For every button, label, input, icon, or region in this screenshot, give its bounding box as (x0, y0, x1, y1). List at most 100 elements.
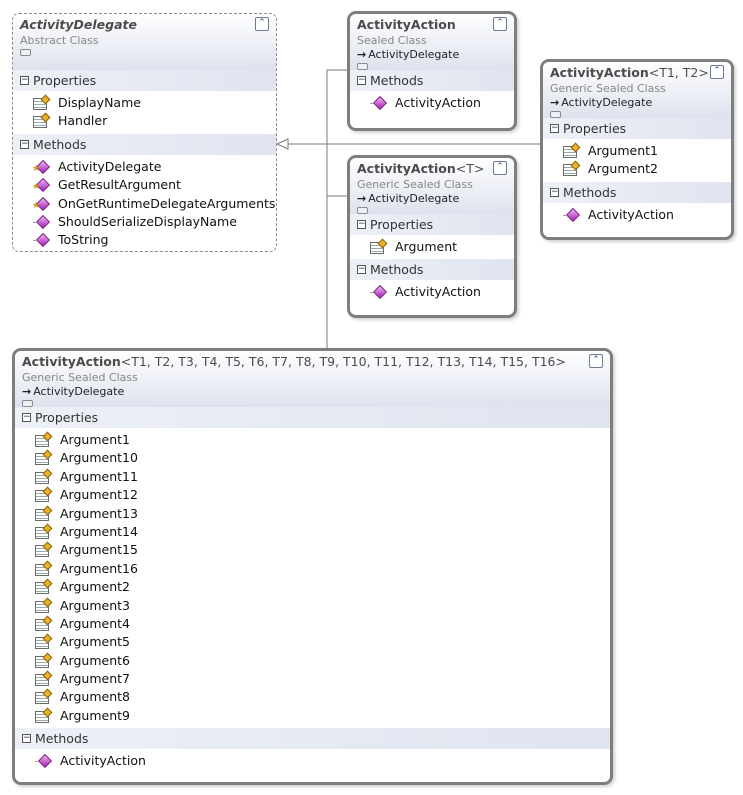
class-kind: Generic Sealed Class (550, 82, 666, 95)
property-icon (34, 616, 52, 632)
member-item[interactable]: Handler (13, 112, 276, 130)
base-class-name: ActivityDelegate (368, 192, 460, 205)
member-label: Argument7 (60, 671, 130, 687)
member-item[interactable]: Argument10 (15, 449, 610, 467)
member-item[interactable]: DisplayName (13, 94, 276, 112)
member-item[interactable]: Argument1 (15, 431, 610, 449)
member-label: Argument15 (60, 542, 138, 558)
property-icon (32, 95, 50, 111)
member-item[interactable]: Argument12 (15, 486, 610, 504)
base-class-name: ActivityDelegate (33, 385, 125, 398)
inheritance-arrowhead (275, 138, 289, 150)
collapse-shape-button[interactable]: ⌃ (589, 354, 603, 368)
method-icon (34, 753, 52, 769)
member-item[interactable]: Argument5 (15, 633, 610, 651)
section-header-methods[interactable]: −Methods (350, 259, 514, 281)
member-item[interactable]: Argument2 (15, 578, 610, 596)
property-icon (34, 671, 52, 687)
method-icon (32, 214, 50, 230)
collapse-shape-button[interactable]: ⌃ (493, 17, 507, 31)
member-item[interactable]: Argument13 (15, 505, 610, 523)
property-icon (34, 598, 52, 614)
class-shape-activityaction-t[interactable]: ActivityAction<T>Generic Sealed Class→Ac… (347, 155, 517, 318)
collapse-shape-button[interactable]: ⌃ (710, 65, 724, 79)
property-icon (34, 653, 52, 669)
section-title: Methods (370, 73, 424, 88)
class-name-text: ActivityAction (550, 65, 649, 80)
method-icon (562, 207, 580, 223)
member-item[interactable]: Argument3 (15, 597, 610, 615)
member-label: Argument3 (60, 597, 130, 613)
base-class: →ActivityDelegate (357, 48, 514, 62)
collapse-shape-button[interactable]: ⌃ (493, 161, 507, 175)
section-header-properties[interactable]: −Properties (13, 70, 276, 91)
collapse-section-toggle[interactable]: − (22, 733, 31, 744)
member-item[interactable]: ActivityAction (350, 94, 514, 112)
member-label: Argument14 (60, 523, 138, 539)
section-header-methods[interactable]: −Methods (15, 728, 610, 750)
member-item[interactable]: Argument8 (15, 688, 610, 706)
collapse-section-toggle[interactable]: − (20, 75, 29, 85)
member-label: Argument2 (60, 579, 130, 595)
class-name-text: ActivityDelegate (20, 17, 137, 32)
member-item[interactable]: Argument11 (15, 468, 610, 486)
class-name: ActivityAction<T1, T2, T3, T4, T5, T6, T… (22, 354, 610, 370)
member-item[interactable]: ShouldSerializeDisplayName (13, 213, 276, 231)
member-item[interactable]: Argument1 (543, 142, 731, 160)
member-item[interactable]: Argument14 (15, 523, 610, 541)
section-header-methods[interactable]: −Methods (13, 133, 276, 155)
member-label: Argument13 (60, 505, 138, 521)
member-item[interactable]: Argument (350, 238, 514, 256)
base-class-name: ActivityDelegate (368, 48, 460, 61)
section-header-properties[interactable]: −Properties (15, 407, 610, 428)
class-shape-activityaction-t1-t2[interactable]: ActivityAction<T1, T2>Generic Sealed Cla… (540, 59, 734, 240)
collapse-section-toggle[interactable]: − (357, 264, 366, 275)
section-header-properties[interactable]: −Properties (350, 214, 514, 235)
collapse-section-toggle[interactable]: − (20, 138, 29, 149)
section-title: Properties (563, 121, 627, 136)
member-item[interactable]: Argument9 (15, 707, 610, 725)
member-item[interactable]: Argument2 (543, 160, 731, 178)
collapse-section-toggle[interactable]: − (550, 123, 559, 133)
section-header-properties[interactable]: −Properties (543, 118, 731, 139)
class-name: ActivityAction<T1, T2> (550, 65, 731, 81)
section-spacer (350, 112, 514, 115)
member-item[interactable]: ActivityAction (15, 752, 610, 770)
member-label: Handler (58, 113, 108, 129)
member-item[interactable]: ActivityAction (543, 206, 731, 224)
member-item[interactable]: OnGetRuntimeDelegateArguments (13, 195, 276, 214)
method-icon (369, 95, 387, 111)
collapse-section-toggle[interactable]: − (357, 75, 366, 85)
member-item[interactable]: Argument15 (15, 541, 610, 559)
member-item[interactable]: Argument4 (15, 615, 610, 633)
class-name-text: ActivityAction (357, 161, 456, 176)
section-header-methods[interactable]: −Methods (350, 70, 514, 91)
collapse-section-toggle[interactable]: − (357, 219, 366, 229)
member-item[interactable]: Argument16 (15, 560, 610, 578)
member-label: Argument10 (60, 450, 138, 466)
protected-method-icon (32, 196, 50, 214)
collapse-shape-button[interactable]: ⌃ (255, 17, 269, 31)
member-item[interactable]: ActivityDelegate (13, 158, 276, 177)
member-item[interactable]: ActivityAction (350, 283, 514, 301)
member-item[interactable]: Argument7 (15, 670, 610, 688)
member-item[interactable]: GetResultArgument (13, 176, 276, 195)
section-title: Methods (33, 136, 87, 152)
collapsed-shape-icon (22, 400, 33, 407)
collapsed-shape-icon (550, 111, 561, 118)
member-item[interactable]: ToString (13, 231, 276, 249)
section-spacer (15, 771, 610, 774)
property-icon (34, 450, 52, 466)
property-icon (34, 487, 52, 503)
section-header-methods[interactable]: −Methods (543, 181, 731, 203)
property-icon (34, 524, 52, 540)
class-kind: Generic Sealed Class (357, 178, 473, 191)
collapse-section-toggle[interactable]: − (22, 412, 31, 422)
class-shape-activityaction-t1-t16[interactable]: ActivityAction<T1, T2, T3, T4, T5, T6, T… (12, 348, 613, 785)
section-spacer (13, 250, 276, 251)
member-label: Argument6 (60, 652, 130, 668)
collapse-section-toggle[interactable]: − (550, 186, 559, 197)
member-item[interactable]: Argument6 (15, 652, 610, 670)
